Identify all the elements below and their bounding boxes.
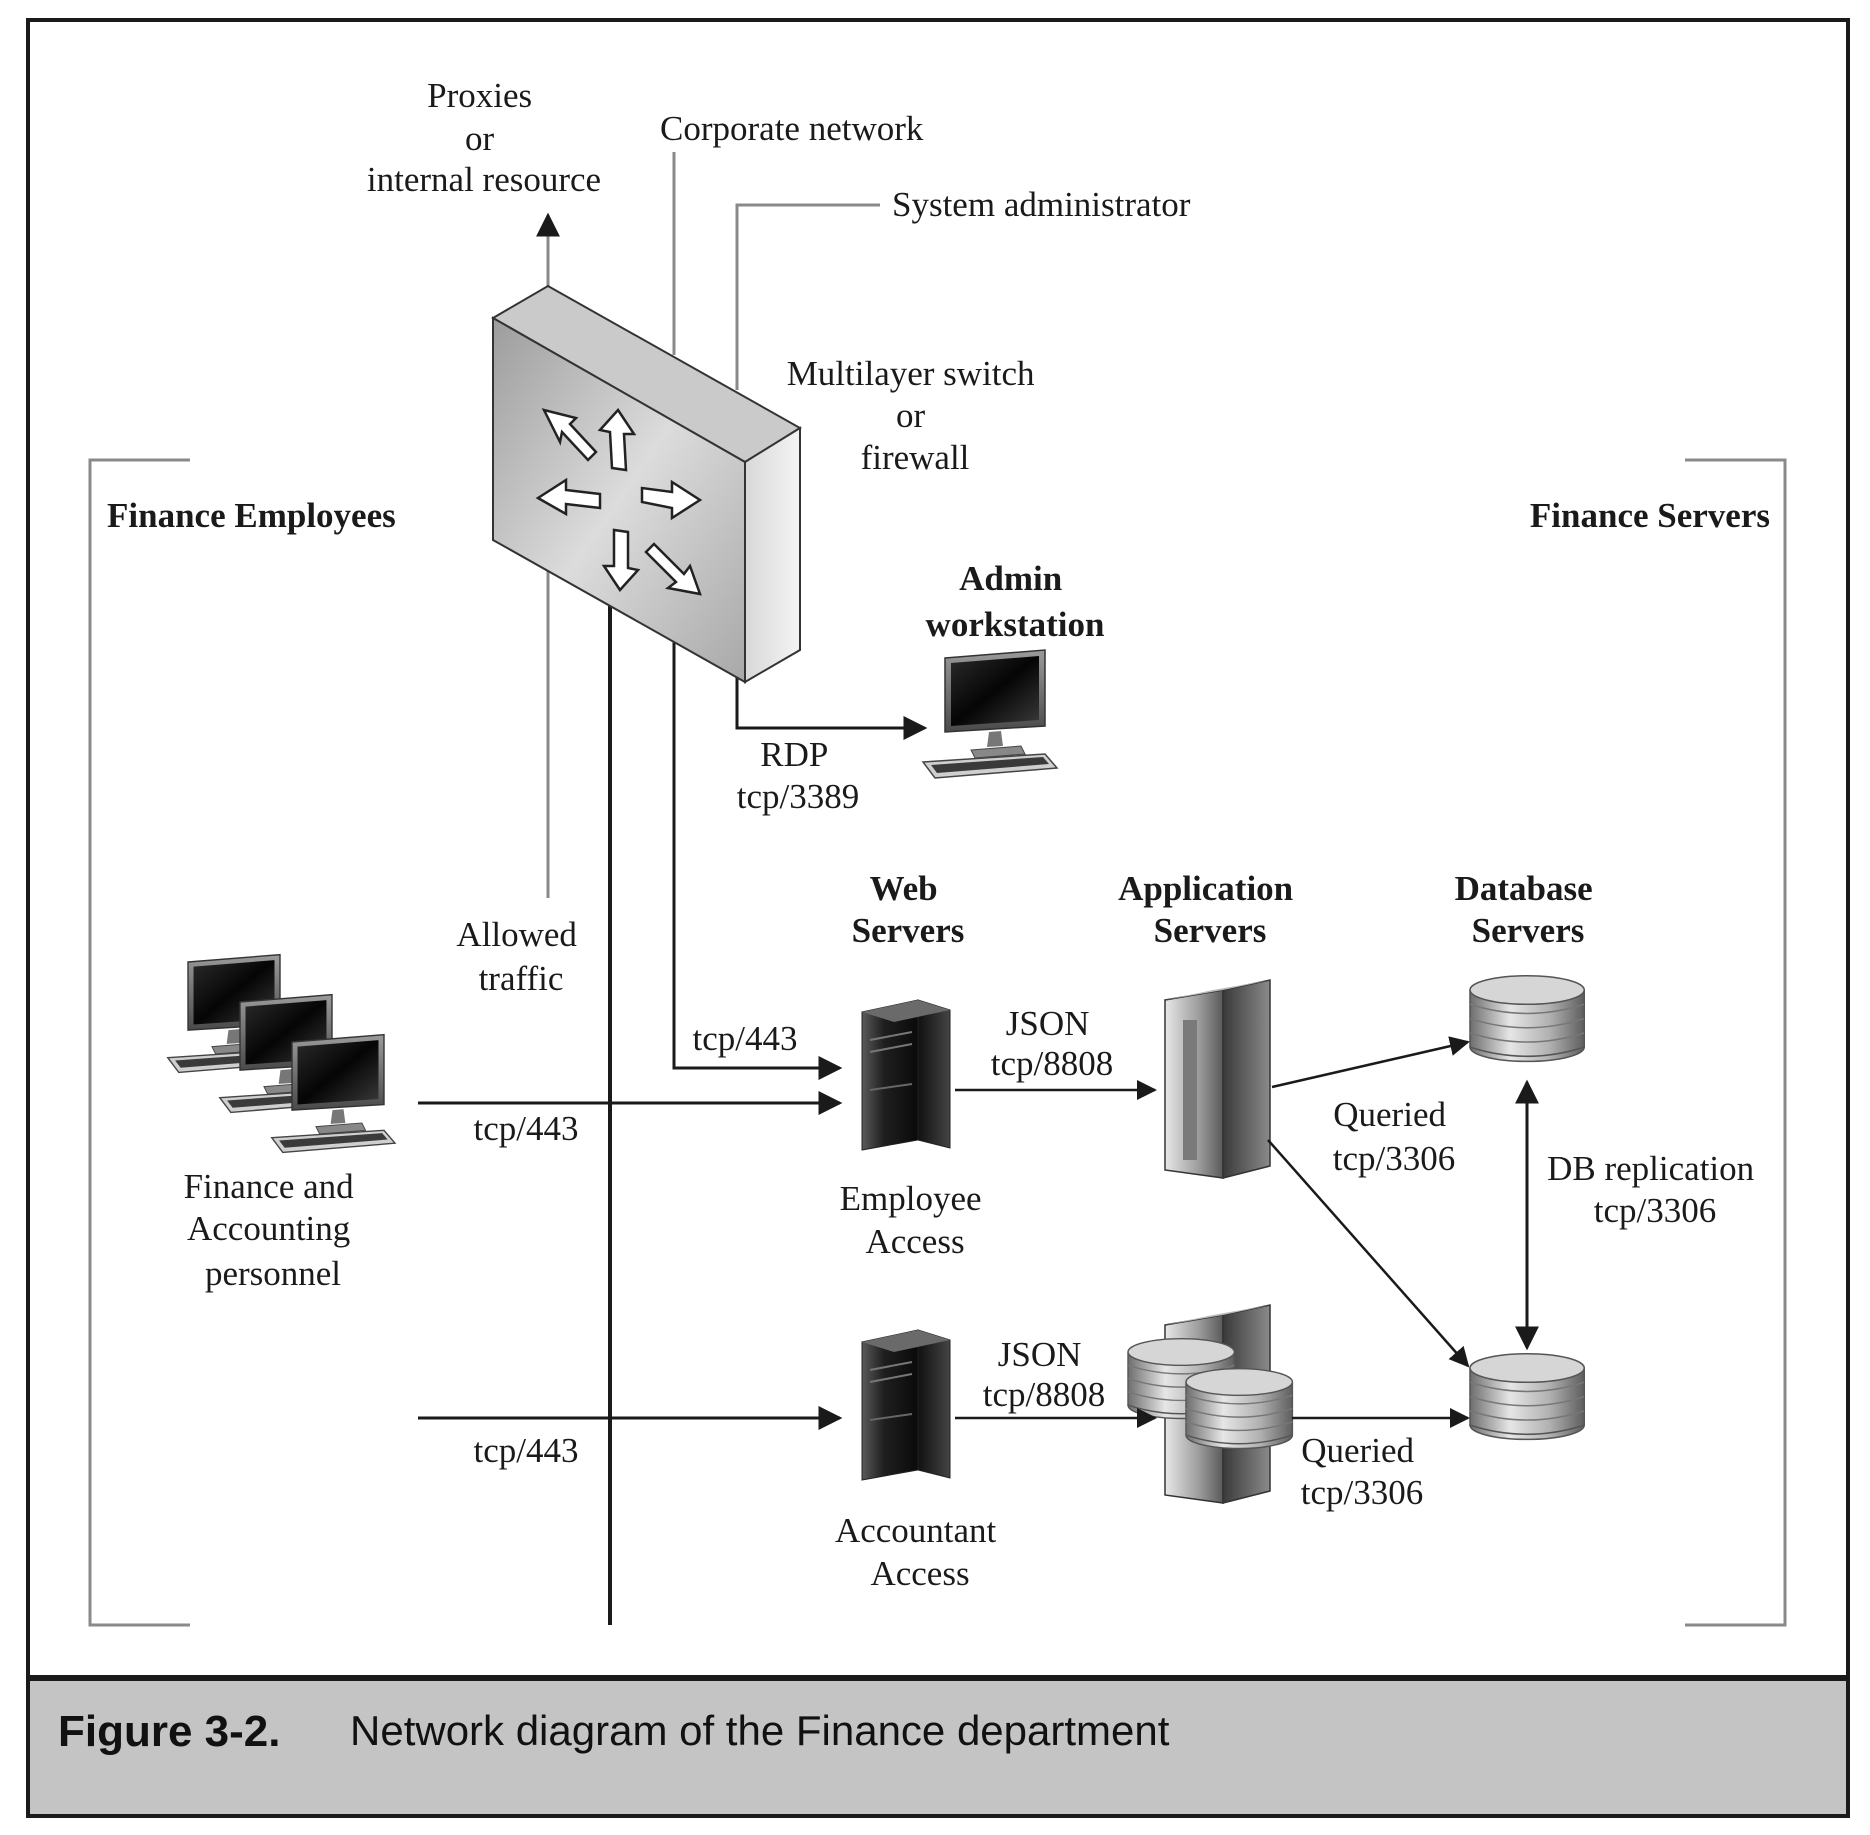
employee-access-label: Employee Access [840, 1179, 991, 1261]
allowed-traffic-label: Allowed traffic [456, 915, 585, 998]
queried-top-link [1271, 1036, 1470, 1089]
figure-caption: Figure 3-2. Network diagram of the Finan… [26, 1675, 1850, 1818]
web-servers-label: Web Servers [852, 869, 965, 950]
switch-label: Multilayer switch or firewall [787, 354, 1044, 477]
database-icon [1185, 1367, 1294, 1450]
accountant-access-label: Accountant Access [835, 1511, 1005, 1593]
finance-servers-label: Finance Servers [1530, 496, 1770, 535]
system-administrator-label: System administrator [892, 185, 1191, 224]
db-replication-label: DB replication tcp/3306 [1547, 1149, 1763, 1230]
system-admin-line [735, 203, 880, 390]
json-top-label: JSON tcp/8808 [991, 1004, 1113, 1083]
accountant-tcp443-label: tcp/443 [474, 1431, 579, 1470]
finance-employees-bracket [88, 458, 190, 1627]
figure-caption-text: Network diagram of the Finance departmen… [350, 1707, 1170, 1754]
finance-servers-bracket [1685, 458, 1787, 1627]
queried-cross-link [1267, 1139, 1470, 1368]
figure-frame [26, 18, 1850, 1818]
figure-number: Figure 3-2. [58, 1707, 281, 1756]
corporate-network-label: Corporate network [660, 109, 924, 148]
corp-tcp443-label: tcp/443 [693, 1019, 798, 1058]
corp-web-link [672, 630, 843, 1080]
database-icon [1469, 974, 1586, 1063]
employee-tcp443-label: tcp/443 [474, 1109, 579, 1148]
server-tower-icon [861, 1329, 951, 1481]
multilayer-switch [490, 284, 802, 684]
proxies-label: Proxies or internal resource [367, 76, 601, 199]
database-icon [1469, 1352, 1586, 1441]
json-bottom-label: JSON tcp/8808 [983, 1335, 1105, 1414]
application-server-icon [1164, 979, 1271, 1179]
queried-bottom-label: Queried tcp/3306 [1301, 1431, 1423, 1512]
admin-workstation-icon [922, 649, 1058, 779]
application-servers-label: Application Servers [1118, 869, 1302, 950]
router-arrows-icon [535, 407, 703, 596]
server-tower-icon [861, 999, 951, 1151]
admin-workstation-label: Admin workstation [926, 559, 1105, 644]
database-servers-label: Database Servers [1455, 869, 1602, 950]
finance-employees-label: Finance Employees [107, 496, 396, 535]
queried-top-label: Queried tcp/3306 [1333, 1095, 1455, 1178]
personnel-label: Finance and Accounting personnel [184, 1167, 363, 1293]
rdp-label: RDP tcp/3389 [737, 735, 859, 816]
